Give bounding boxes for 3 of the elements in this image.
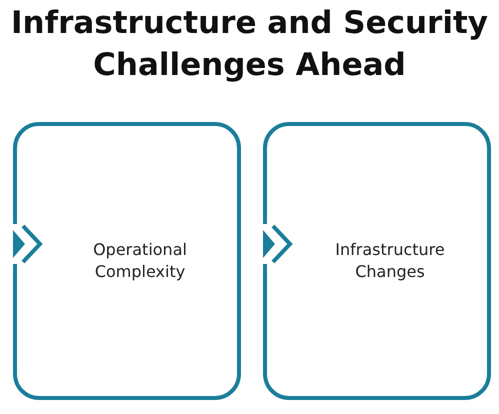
card-label: Infrastructure Changes <box>334 239 446 283</box>
diagram-title: Infrastructure and Security Challenges Ahead <box>10 4 489 85</box>
card-label: Operational Complexity <box>92 239 188 283</box>
